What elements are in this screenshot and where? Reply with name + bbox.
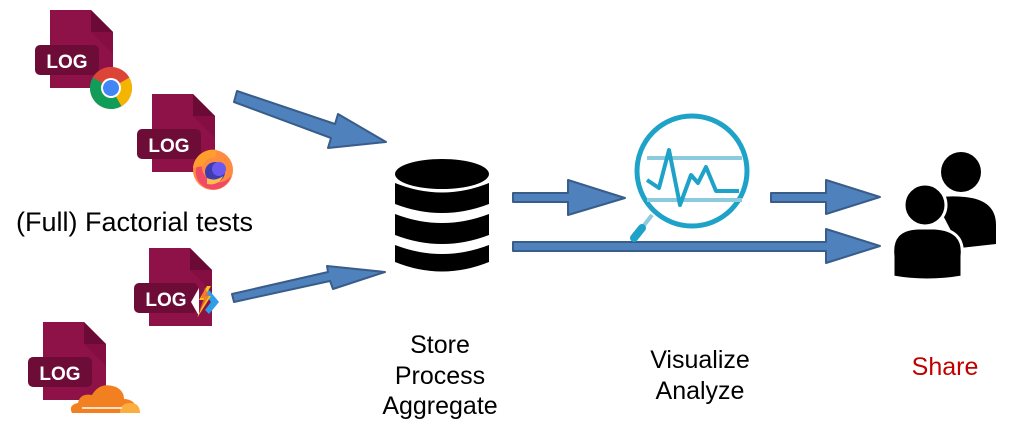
log-file-label: LOG [46, 52, 87, 73]
magnifier-chart-icon [630, 113, 750, 242]
stage-label-share: Share [880, 352, 1010, 383]
log-file-label: LOG [39, 364, 80, 385]
log-file-label: LOG [148, 136, 189, 157]
chrome-icon [89, 66, 133, 110]
arrow-store-to-share [512, 228, 881, 264]
stage-label-visualize: Visualize Analyze [620, 345, 780, 406]
arrow-visualize-to-share [770, 179, 881, 215]
firefox-icon [193, 149, 233, 190]
sources-caption: (Full) Factorial tests [16, 207, 254, 237]
stage-label-store: Store Process Aggregate [360, 330, 520, 422]
arrow-sources-to-store-top [233, 90, 387, 149]
stage-line: Aggregate [382, 392, 498, 420]
database-icon [395, 159, 489, 272]
users-icon [891, 152, 996, 282]
stage-line: Visualize [650, 346, 750, 374]
stage-line: Share [911, 353, 979, 381]
log-file-firefox: LOG [137, 94, 215, 172]
cloudflare-icon [70, 385, 140, 413]
stage-line: Process [394, 361, 486, 390]
arrow-sources-to-store-bottom [231, 265, 386, 303]
arrow-store-to-visualize [512, 179, 626, 216]
stage-line: Analyze [655, 376, 745, 405]
log-file-cloudflare: LOG [28, 322, 106, 400]
stage-line: Store [410, 331, 470, 359]
log-file-label: LOG [145, 290, 186, 311]
log-file-chrome: LOG [35, 10, 113, 88]
webpagetest-lightning-icon [191, 286, 219, 318]
log-file-webpagetest: LOG [134, 248, 212, 326]
